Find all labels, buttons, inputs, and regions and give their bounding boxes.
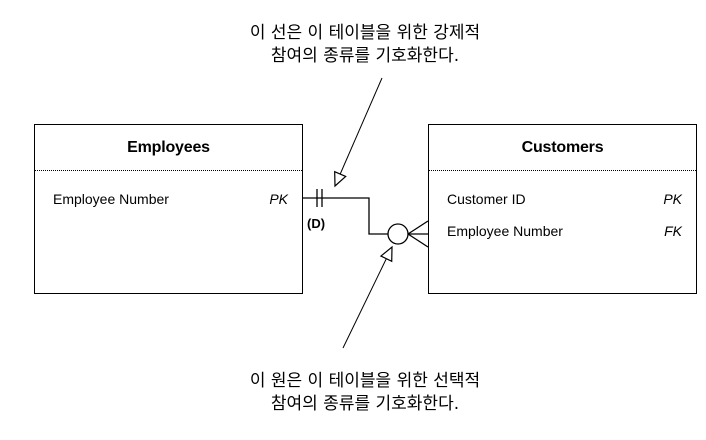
employees-table: Employees Employee Number PK	[34, 124, 303, 294]
customers-attribute-key: PK	[663, 191, 682, 207]
customers-table-divider	[429, 170, 696, 171]
callout-mandatory-arrow	[334, 77, 383, 188]
callout-optional: 이 원은 이 테이블을 위한 선택적 참여의 종류를 기호화한다.	[200, 370, 530, 416]
customers-attribute-row: Employee Number FK	[447, 223, 682, 243]
employees-attribute-row: Employee Number PK	[53, 191, 288, 211]
customers-table: Customers Customer ID PK Employee Number…	[428, 124, 697, 294]
callout-mandatory-line-1: 이 선은 이 테이블을 위한 강제적	[249, 23, 481, 43]
optional-circle-icon	[387, 223, 409, 245]
callout-optional-arrow	[342, 245, 393, 349]
crows-foot-icon	[407, 220, 429, 235]
customers-table-title: Customers	[521, 139, 604, 156]
relationship-label: (D)	[307, 216, 326, 231]
customers-attribute-name: Employee Number	[447, 223, 563, 239]
employees-table-title: Employees	[127, 139, 210, 156]
relationship-line	[303, 197, 388, 235]
callout-optional-line-2: 참여의 종류를 기호화한다.	[270, 394, 460, 414]
callout-mandatory: 이 선은 이 테이블을 위한 강제적 참여의 종류를 기호화한다.	[200, 22, 530, 68]
crows-foot-icon	[407, 233, 429, 248]
customers-attribute-row: Customer ID PK	[447, 191, 682, 211]
callout-optional-line-1: 이 원은 이 테이블을 위한 선택적	[249, 371, 481, 391]
customers-attribute-name: Customer ID	[447, 191, 526, 207]
callout-mandatory-line-2: 참여의 종류를 기호화한다.	[270, 46, 460, 66]
customers-attribute-key: FK	[664, 223, 682, 239]
employees-table-divider	[35, 170, 302, 171]
employees-attribute-key: PK	[269, 191, 288, 207]
employees-attribute-name: Employee Number	[53, 191, 169, 207]
